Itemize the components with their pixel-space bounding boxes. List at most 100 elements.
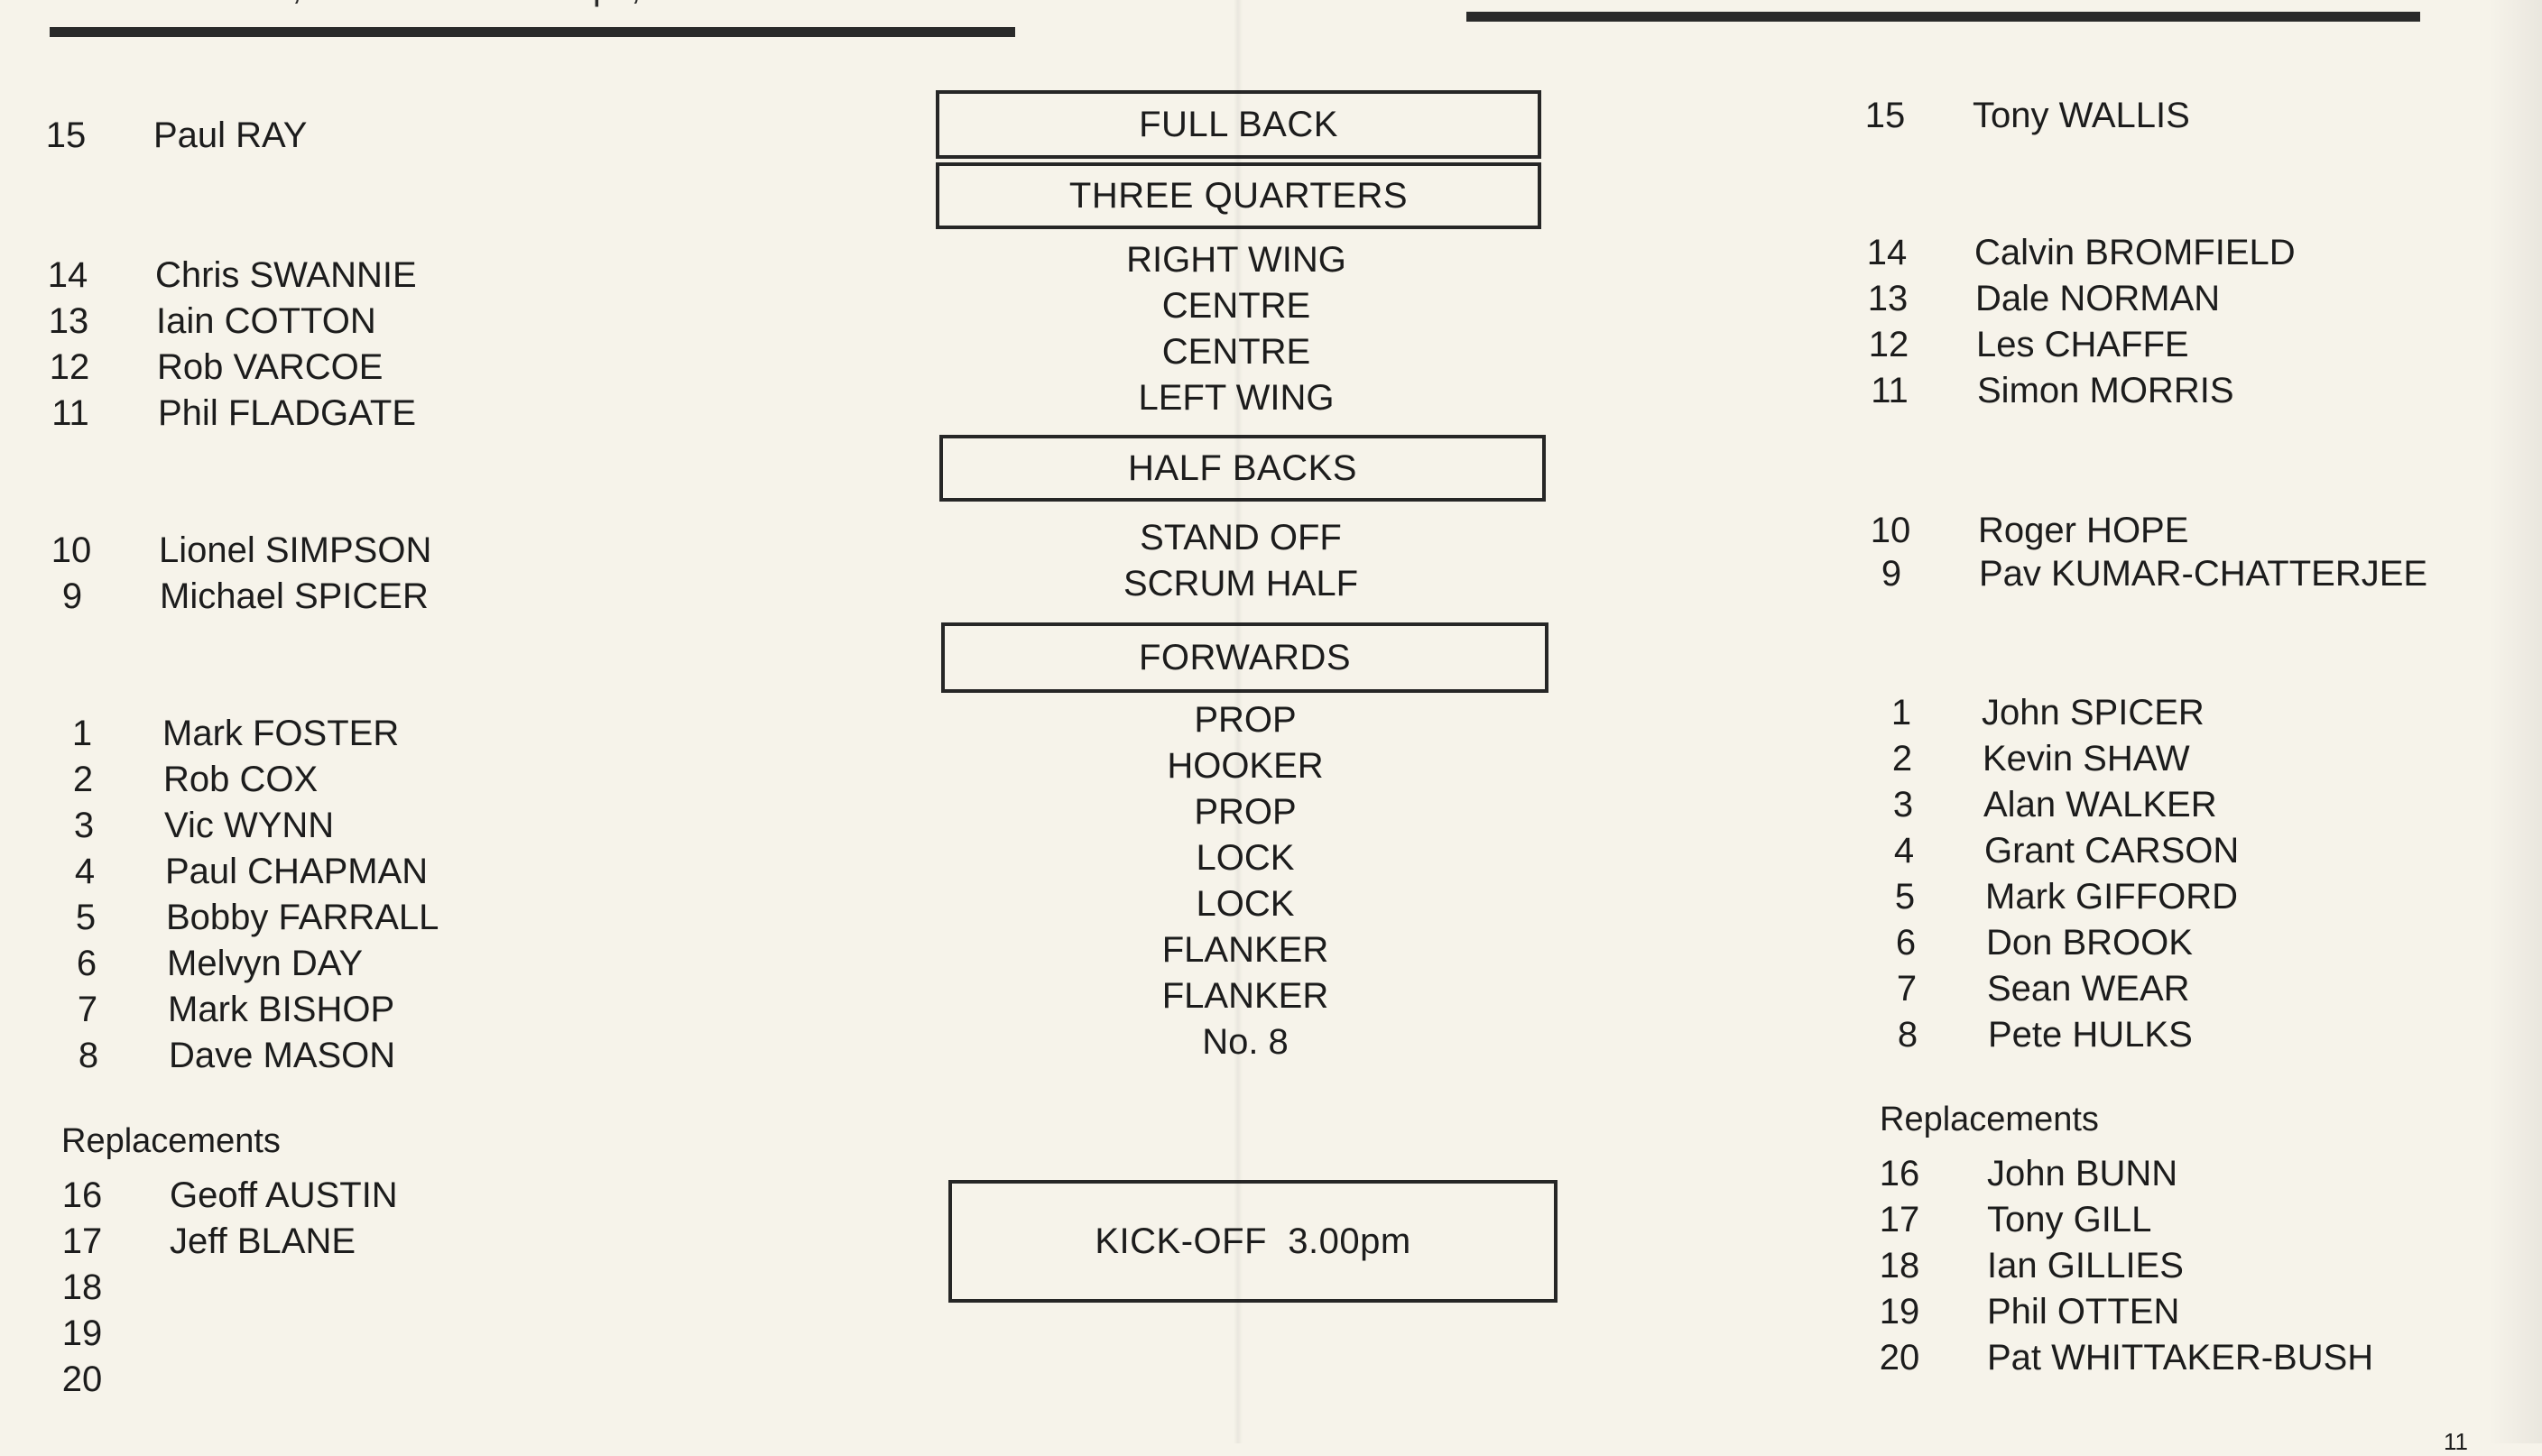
player-name: Paul RAY (153, 115, 308, 155)
shirt-number: 3 (1892, 785, 1914, 825)
shirt-number: 2 (1891, 739, 1913, 779)
player-name: Tony GILL (1987, 1200, 2152, 1239)
position-label: FLANKER (1161, 976, 1329, 1016)
player-name: Tony WALLIS (1973, 96, 2190, 135)
shirt-number: 8 (78, 1036, 99, 1075)
shirt-number: 10 (51, 530, 92, 570)
home-replacements-label: Replacements (61, 1122, 281, 1160)
full-back-heading: FULL BACK (936, 90, 1541, 159)
shirt-number: 10 (1870, 511, 1911, 550)
shirt-number: 9 (61, 576, 83, 616)
shirt-number: 11 (1871, 371, 1909, 410)
player-name: John BUNN (1987, 1154, 2178, 1193)
shirt-number: 17 (61, 1221, 103, 1261)
page-fold (1234, 0, 1243, 1443)
page-number: 11 (2444, 1428, 2468, 1455)
player-name: Mark FOSTER (162, 714, 400, 753)
player-name: Grant CARSON (1984, 831, 2240, 871)
kickoff-box: KICK-OFF 3.00pm (948, 1180, 1558, 1303)
position-label: LOCK (1196, 838, 1295, 878)
player-name: Alan WALKER (1983, 785, 2217, 825)
player-name: Vic WYNN (164, 806, 335, 845)
shirt-number: 19 (1879, 1292, 1920, 1332)
player-name: Mark GIFFORD (1985, 877, 2238, 917)
page-edge-shadow (2488, 0, 2542, 1443)
shirt-number: 1 (1890, 693, 1912, 733)
player-name: Phil FLADGATE (158, 393, 416, 433)
shirt-number: 16 (1879, 1154, 1920, 1193)
right-top-rule (1466, 12, 2420, 22)
position-label: LOCK (1196, 884, 1295, 924)
shirt-number: 11 (51, 393, 89, 433)
position-label: CENTRE (929, 332, 1543, 373)
player-name: Sean WEAR (1987, 969, 2190, 1009)
shirt-number: 1 (71, 714, 93, 753)
shirt-number: 8 (1897, 1015, 1918, 1055)
shirt-number: 2 (72, 760, 94, 799)
player-name: Geoff AUSTIN (170, 1175, 398, 1215)
team-colours-heading: Red, Black & Blue Hoops, W (226, 0, 685, 8)
shirt-number: 20 (1879, 1338, 1920, 1378)
half-backs-heading: HALF BACKS (939, 435, 1546, 502)
position-label: STAND OFF (1140, 518, 1342, 558)
away-replacements-label: Replacements (1880, 1101, 2099, 1138)
position-label: CENTRE (929, 286, 1543, 327)
player-name: Chris SWANNIE (155, 255, 417, 295)
kickoff-text: KICK-OFF 3.00pm (1095, 1221, 1411, 1261)
position-label: LEFT WING (1138, 378, 1335, 418)
shirt-number: 9 (1881, 554, 1902, 594)
shirt-number: 5 (75, 898, 97, 937)
player-name: Kevin SHAW (1983, 739, 2190, 779)
shirt-number: 7 (1896, 969, 1918, 1009)
position-label: RIGHT WING (1126, 240, 1346, 280)
player-name: Ian GILLIES (1987, 1246, 2184, 1286)
player-name: Phil OTTEN (1987, 1292, 2180, 1332)
player-name: Rob VARCOE (157, 347, 384, 387)
player-name: Pete HULKS (1988, 1015, 2193, 1055)
shirt-number: 16 (61, 1175, 103, 1215)
player-name: Pav KUMAR-CHATTERJEE (1979, 554, 2428, 594)
player-name: Simon MORRIS (1977, 371, 2234, 410)
shirt-number: 17 (1879, 1200, 1920, 1239)
shirt-number: 13 (48, 301, 89, 341)
player-name: Iain COTTON (156, 301, 376, 341)
position-label: SCRUM HALF (1123, 564, 1359, 604)
shirt-number: 20 (61, 1359, 103, 1399)
shirt-number: 14 (47, 255, 88, 295)
player-name: Lionel SIMPSON (159, 530, 432, 570)
shirt-number: 6 (1895, 923, 1917, 963)
shirt-number: 4 (1893, 831, 1915, 871)
player-name: Dave MASON (169, 1036, 396, 1075)
shirt-number: 7 (77, 990, 98, 1029)
player-name: Mark BISHOP (168, 990, 395, 1029)
player-name: Bobby FARRALL (166, 898, 439, 937)
player-name: John SPICER (1982, 693, 2205, 733)
three-quarters-heading: THREE QUARTERS (936, 162, 1541, 229)
shirt-number: 18 (61, 1267, 103, 1307)
shirt-number: 5 (1894, 877, 1916, 917)
shirt-number: 6 (76, 944, 97, 983)
shirt-number: 3 (73, 806, 95, 845)
shirt-number: 13 (1867, 279, 1909, 318)
shirt-number: 12 (1868, 325, 1909, 364)
player-name: Melvyn DAY (167, 944, 364, 983)
left-top-rule (50, 27, 1015, 37)
player-name: Roger HOPE (1978, 511, 2189, 550)
position-label: HOOKER (1167, 746, 1324, 786)
shirt-number: 12 (49, 347, 90, 387)
shirt-number: 4 (74, 852, 96, 891)
player-name: Jeff BLANE (170, 1221, 356, 1261)
position-label: PROP (1194, 792, 1297, 832)
shirt-number: 19 (61, 1313, 103, 1353)
shirt-number: 14 (1866, 233, 1908, 272)
forwards-heading: FORWARDS (941, 622, 1548, 693)
player-name: Paul CHAPMAN (165, 852, 429, 891)
player-name: Rob COX (163, 760, 319, 799)
position-label: FLANKER (1161, 930, 1329, 970)
position-label: No. 8 (1202, 1022, 1289, 1062)
player-name: Don BROOK (1986, 923, 2193, 963)
shirt-number: 18 (1879, 1246, 1920, 1286)
player-name: Michael SPICER (160, 576, 429, 616)
shirt-number: 15 (45, 115, 87, 155)
